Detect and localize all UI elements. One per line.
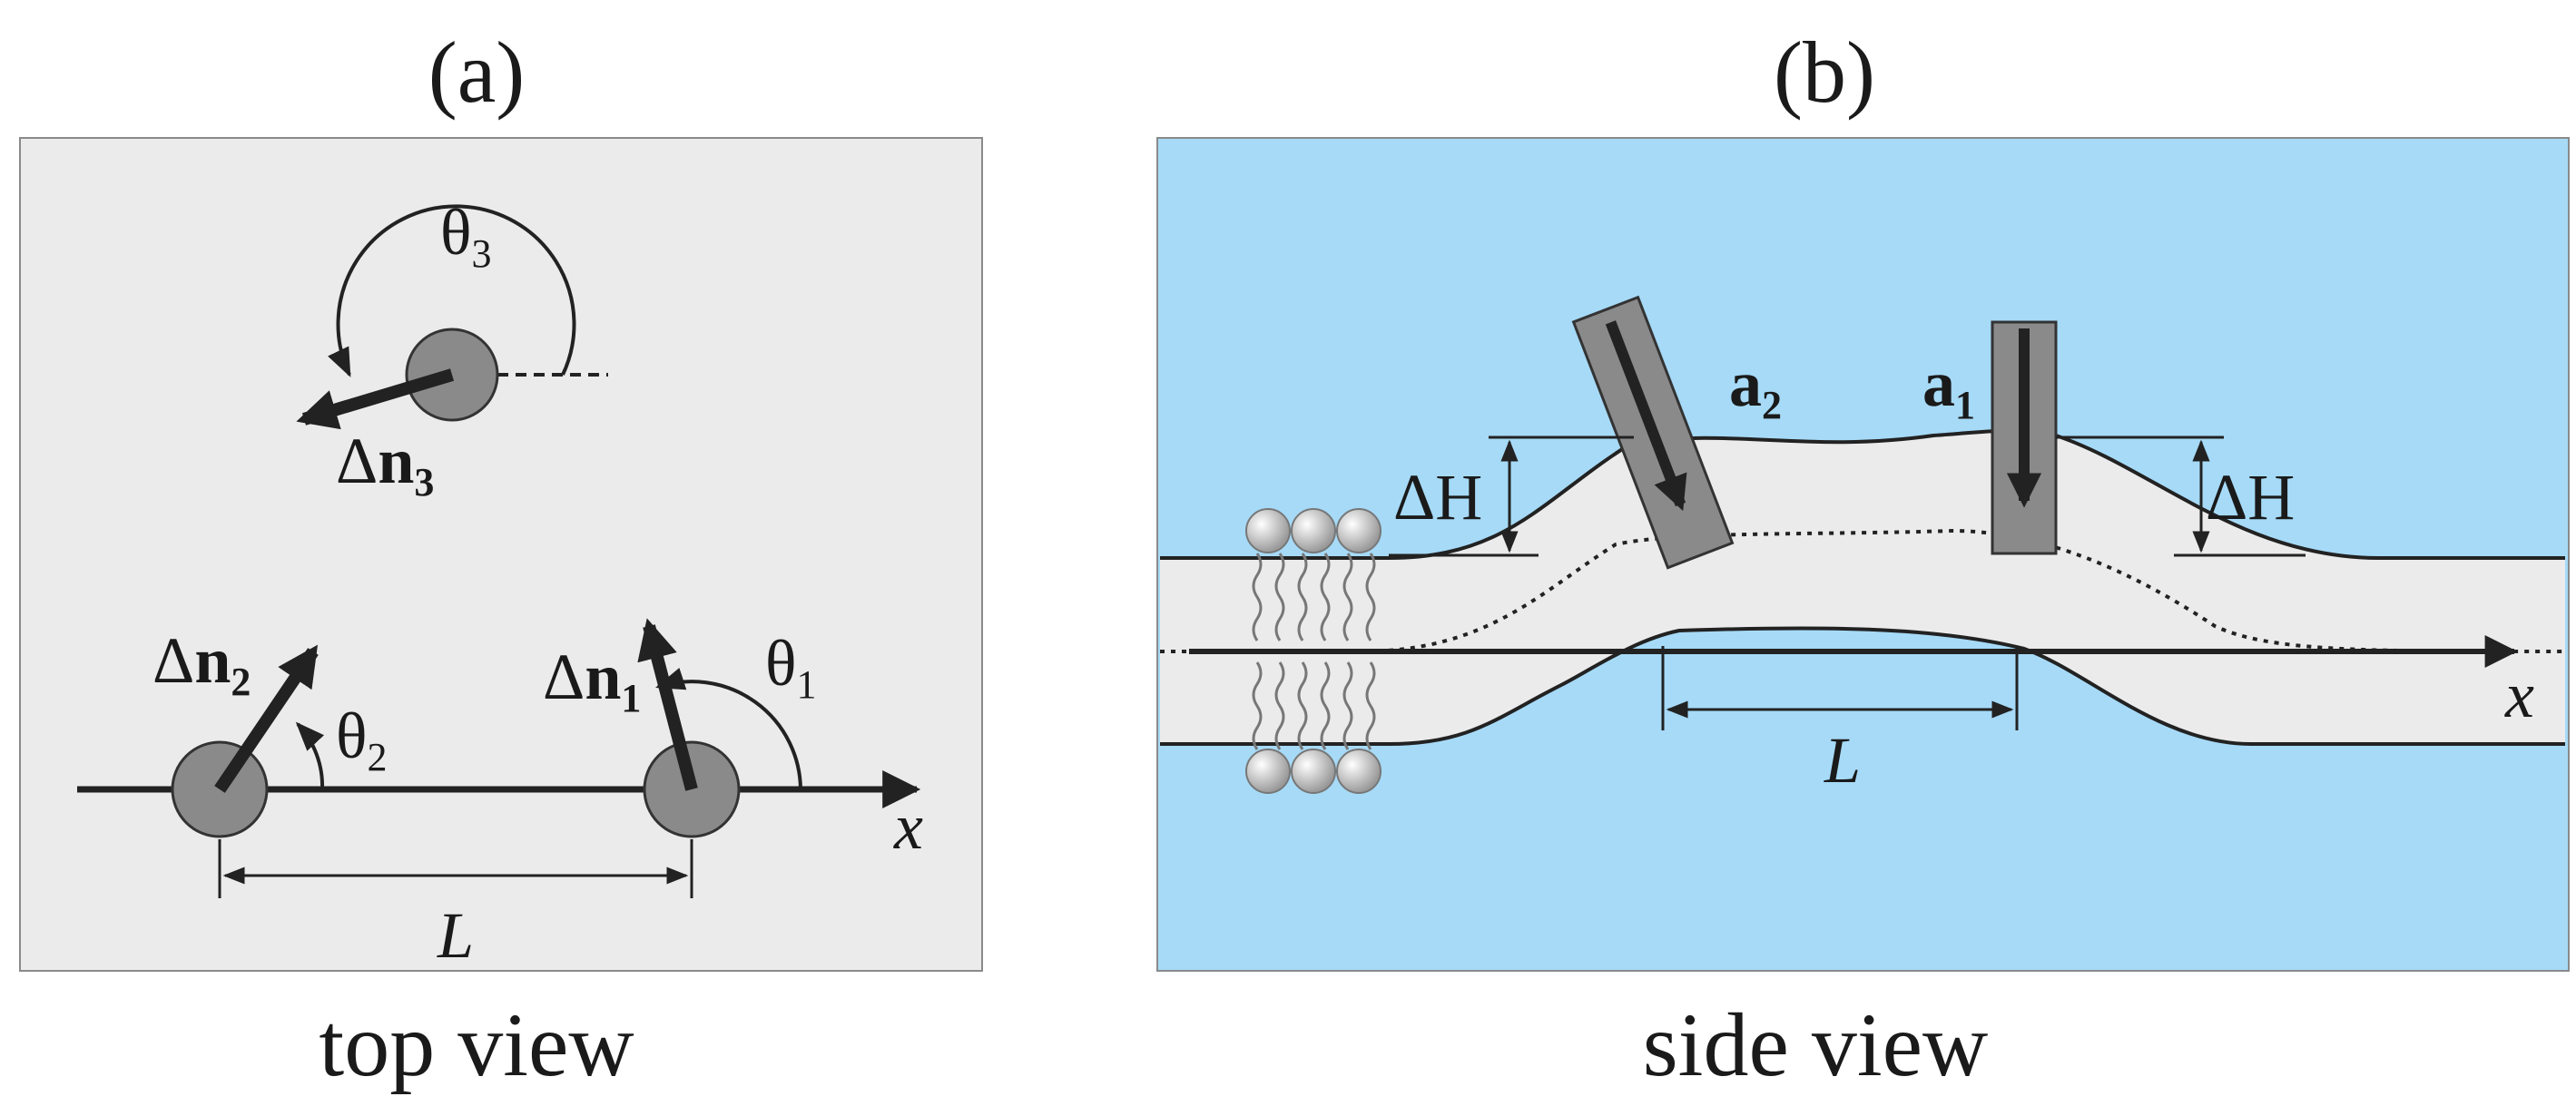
panel-b-caption: side view [1643,994,1988,1095]
x-axis-side-label: x [2504,659,2534,731]
top-view-frame [19,137,983,972]
distance-label: L [437,899,474,972]
theta2-label: θ2 [336,700,388,779]
panel-a-caption: top view [319,994,634,1095]
lipid-group [1245,508,1381,794]
dn3-arrow [296,368,455,430]
theta1-arc [654,667,802,790]
dh-left-label: ΔH [1393,461,1482,534]
dn1-arrow [637,618,698,791]
dn1-label: Δn1 [543,641,641,720]
panel-a-label: (a) [428,24,526,121]
rod-a1 [1991,320,2058,555]
x-axis-label: x [893,790,923,863]
lower-membrane-edge [1160,626,2565,746]
dh-right-label: ΔH [2206,461,2295,534]
theta2-arc [295,721,325,790]
midplane [1160,528,2566,653]
upper-membrane-edge [1160,428,2565,560]
side-distance-label: L [1824,724,1861,797]
dn2-label: Δn2 [152,624,251,704]
dn2-arrow [214,644,319,793]
theta3-label: θ3 [440,196,492,276]
membrane [1160,430,2565,744]
theta1-label: θ1 [765,627,817,707]
theta3-arc [328,204,576,377]
a2-label: a2 [1729,348,1782,427]
panel-b-label: (b) [1774,24,1875,121]
panel-a: (a) θ3 Δn3 x Δn2 θ2 Δn1 θ1 L top view [19,24,983,1095]
rod-a2 [1571,295,1735,570]
a1-label: a1 [1922,348,1975,427]
panel-b: (b) [1156,24,2570,1095]
dn3-label: Δn3 [336,425,434,504]
